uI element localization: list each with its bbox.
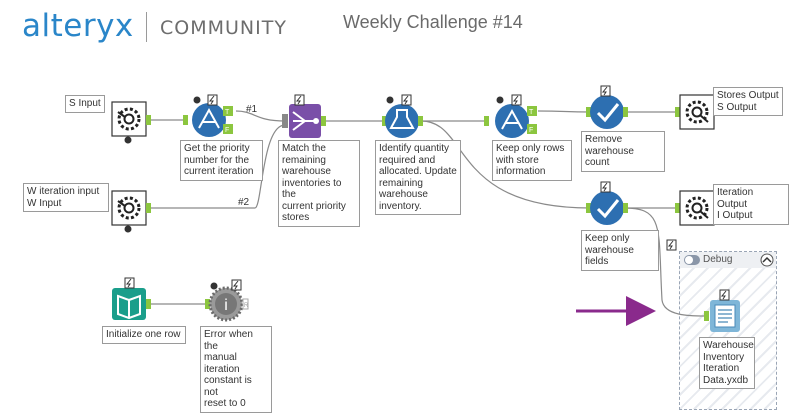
- label-w-input: W iteration input W Input: [23, 183, 109, 212]
- connection-formula-select2: [420, 120, 591, 209]
- connection-label-2: #2: [238, 197, 250, 208]
- connection-filter-join-1: [235, 110, 286, 122]
- label-warehouse-file: Warehouse Inventory Iteration Data.yxdb: [699, 337, 755, 389]
- test-tool[interactable]: i: [205, 279, 249, 322]
- select-tool-remove-count[interactable]: [586, 85, 628, 129]
- label-stores-output: Stores Output S Output: [713, 87, 783, 116]
- select-tool-warehouse[interactable]: [586, 181, 628, 225]
- page-title: Weekly Challenge #14: [343, 12, 523, 32]
- label-match: Match the remaining warehouse inventorie…: [278, 140, 360, 227]
- label-keep-store: Keep only rows with store information: [492, 140, 572, 181]
- test-r-anchor: R: [244, 303, 249, 309]
- connection-label-1: #1: [246, 104, 258, 115]
- debug-container-title: Debug: [703, 254, 733, 265]
- filter2-false-anchor: F: [529, 127, 533, 134]
- label-init-row: Initialize one row: [102, 326, 186, 344]
- connection-filter2-select1: [537, 110, 591, 113]
- label-s-input: S Input: [65, 95, 105, 113]
- debug-container-header: [680, 252, 776, 268]
- logo-divider: [146, 12, 147, 42]
- connections: [150, 110, 706, 317]
- formula-tool[interactable]: [382, 94, 423, 138]
- output-data-tool[interactable]: [704, 289, 740, 332]
- label-iteration-output: Iteration Output I Output: [713, 184, 789, 225]
- filter-tool-store[interactable]: [484, 94, 537, 138]
- label-identify: Identify quantity required and allocated…: [375, 140, 461, 215]
- label-keep-warehouse: Keep only warehouse fields: [581, 230, 659, 271]
- svg-text:i: i: [224, 297, 228, 314]
- label-remove-count: Remove warehouse count: [581, 131, 665, 172]
- filter-true-anchor: T: [225, 109, 230, 116]
- macro-input-w-tool[interactable]: [111, 190, 151, 233]
- text-input-tool[interactable]: [112, 277, 151, 320]
- label-error: Error when the manual iteration constant…: [200, 326, 272, 413]
- macro-input-s-tool[interactable]: [111, 101, 151, 144]
- filter-false-anchor: F: [225, 127, 229, 134]
- alteryx-logo: alteryx: [22, 8, 134, 44]
- connection-select2-file: [624, 207, 706, 317]
- debug-toggle[interactable]: [684, 255, 700, 265]
- filter-tool-priority[interactable]: [183, 94, 233, 137]
- join-multiple-tool[interactable]: [282, 94, 326, 138]
- filter2-true-anchor: T: [529, 109, 534, 116]
- community-label: COMMUNITY: [160, 17, 287, 39]
- connection-winput-join-2: [150, 124, 286, 209]
- macro-output-iteration-tool[interactable]: [666, 190, 715, 251]
- macro-output-stores-tool[interactable]: [675, 94, 715, 130]
- label-priority: Get the priority number for the current …: [180, 140, 263, 181]
- collapse-icon[interactable]: [760, 253, 774, 267]
